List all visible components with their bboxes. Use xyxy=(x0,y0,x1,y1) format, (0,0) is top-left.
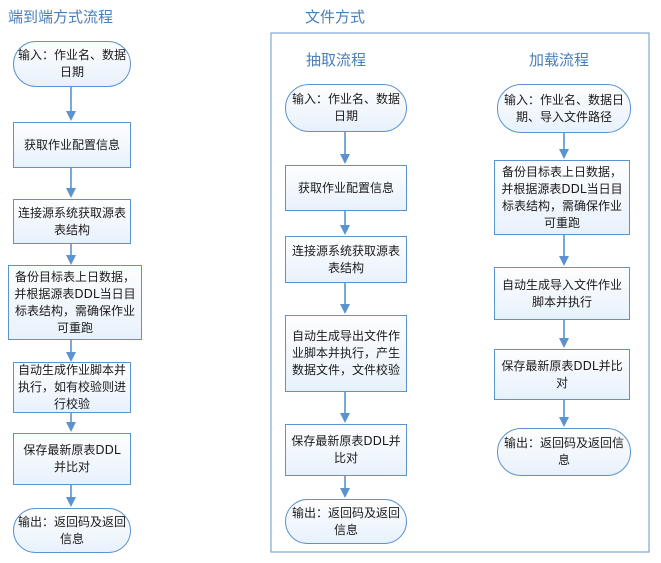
node-label: 获取作业配置信息 xyxy=(297,180,394,195)
left-output-node: 输出：返回码及返回信息 xyxy=(13,508,131,553)
left-input-node: 输入：作业名、数据日期 xyxy=(13,41,131,87)
load-save-ddl-node: 保存最新原表DDL并比对 xyxy=(494,349,630,400)
left-title: 端到端方式流程 xyxy=(8,8,114,26)
file-method-frame xyxy=(270,32,650,553)
extract-get-config-node: 获取作业配置信息 xyxy=(285,165,407,211)
extract-output-node: 输出：返回码及返回信息 xyxy=(285,499,407,544)
node-label: 自动生成导出文件作业脚本并执行，产生数据文件，文件校验 xyxy=(291,329,400,377)
extract-input-node: 输入：作业名、数据日期 xyxy=(285,84,407,132)
node-label: 输出：返回码及返回信息 xyxy=(503,436,624,467)
left-backup-node: 备份目标表上日数据，并根据源表DDL当日目标表结构，需确保作业可重跑 xyxy=(8,265,142,340)
left-save-ddl-node: 保存最新原表DDL并比对 xyxy=(13,433,131,485)
load-title: 加载流程 xyxy=(529,51,590,69)
node-label: 保存最新原表DDL并比对 xyxy=(291,434,401,465)
file-method-title: 文件方式 xyxy=(305,8,366,26)
load-output-node: 输出：返回码及返回信息 xyxy=(497,428,631,476)
node-label: 备份目标表上日数据，并根据源表DDL当日目标表结构，需确保作业可重跑 xyxy=(501,164,623,230)
node-label: 输入：作业名、数据日期、导入文件路径 xyxy=(503,92,624,124)
node-label: 备份目标表上日数据，并根据源表DDL当日目标表结构，需确保作业可重跑 xyxy=(14,269,136,335)
extract-generate-script-node: 自动生成导出文件作业脚本并执行，产生数据文件，文件校验 xyxy=(285,315,407,392)
node-label: 获取作业配置信息 xyxy=(23,137,120,152)
extract-connect-source-node: 连接源系统获取源表表结构 xyxy=(285,236,407,283)
node-label: 输入：作业名、数据日期 xyxy=(291,92,400,123)
node-label: 保存最新原表DDL并比对 xyxy=(23,443,121,474)
load-backup-node: 备份目标表上日数据，并根据源表DDL当日目标表结构，需确保作业可重跑 xyxy=(494,160,630,235)
left-connect-source-node: 连接源系统获取源表表结构 xyxy=(13,199,131,244)
left-generate-script-node: 自动生成作业脚本并执行，如有校验则进行校验 xyxy=(13,362,131,413)
extract-save-ddl-node: 保存最新原表DDL并比对 xyxy=(285,424,407,476)
load-generate-script-node: 自动生成导入文件作业脚本并执行 xyxy=(494,267,630,320)
node-label: 连接源系统获取源表表结构 xyxy=(291,243,400,275)
node-label: 输出：返回码及返回信息 xyxy=(291,505,400,537)
left-get-config-node: 获取作业配置信息 xyxy=(13,122,131,168)
node-label: 自动生成作业脚本并执行，如有校验则进行校验 xyxy=(18,363,127,411)
extract-title: 抽取流程 xyxy=(306,51,367,69)
node-label: 自动生成导入文件作业脚本并执行 xyxy=(501,277,622,309)
node-label: 连接源系统获取源表表结构 xyxy=(18,205,127,237)
node-label: 输入：作业名、数据日期 xyxy=(18,48,127,79)
load-input-node: 输入：作业名、数据日期、导入文件路径 xyxy=(497,84,631,133)
node-label: 输出：返回码及返回信息 xyxy=(18,514,127,546)
node-label: 保存最新原表DDL并比对 xyxy=(501,358,623,390)
